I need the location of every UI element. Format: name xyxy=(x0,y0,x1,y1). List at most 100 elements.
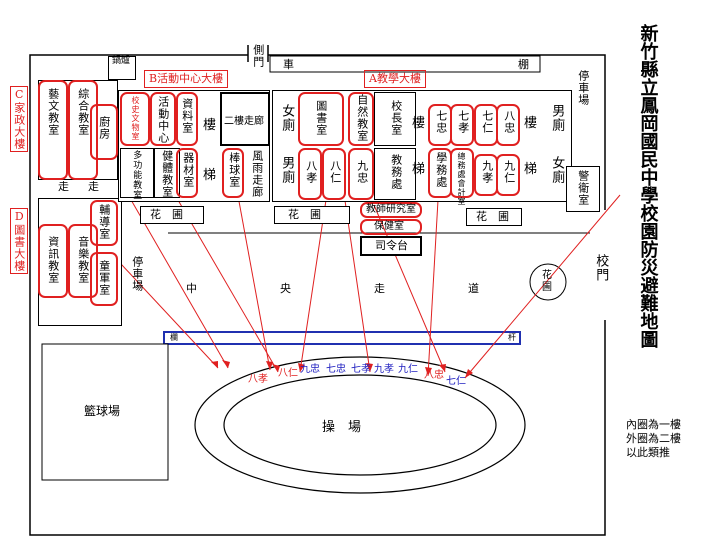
principal-room xyxy=(374,92,416,146)
library-room-label: 圖書室 xyxy=(314,100,328,136)
class-ba-ren-label: 八仁 xyxy=(328,160,342,184)
canteen xyxy=(108,56,136,80)
arts-room-label: 藝文教室 xyxy=(46,88,60,136)
guidance-room[interactable] xyxy=(90,200,118,246)
activity-center[interactable] xyxy=(150,92,176,146)
data-room-label: 資料室 xyxy=(180,98,194,134)
guidance-room-label: 輔導室 xyxy=(97,204,111,240)
multi-room-label: 多功能教室 xyxy=(131,150,142,200)
class-qi-xiao[interactable] xyxy=(450,104,474,146)
inner-class-5: 九仁 xyxy=(398,364,418,375)
command-stage-label: 司令台 xyxy=(375,239,408,252)
student-affairs-label: 學務處 xyxy=(434,152,448,188)
garden-circle-label: 花圃 xyxy=(542,270,552,293)
general-affairs[interactable] xyxy=(450,148,474,198)
zone-a-label: A教學大樓 xyxy=(364,70,426,88)
central-walk-4: 道 xyxy=(468,282,479,295)
car-shed-label-car: 車 xyxy=(283,58,294,71)
music-room-label: 音樂教室 xyxy=(76,236,90,284)
class-jiu-ren[interactable] xyxy=(496,154,520,196)
zone-d-label: D圖書大樓 xyxy=(10,208,28,274)
inner-class-1: 九忠 xyxy=(300,364,320,375)
academic-office xyxy=(374,148,416,200)
second-floor-corridor xyxy=(220,92,270,146)
multi-room xyxy=(120,148,154,198)
guard-room-label: 警衛室 xyxy=(576,170,590,206)
general-affairs-label: 總務處會計室 xyxy=(457,152,466,206)
central-walk-1: 中 xyxy=(186,282,197,295)
teachers-research-room[interactable] xyxy=(360,202,422,218)
guard-room xyxy=(566,166,600,212)
equipment-room-label: 器材室 xyxy=(181,152,195,188)
general-room[interactable] xyxy=(68,80,98,180)
class-jiu-xiao-label: 九孝 xyxy=(480,160,494,184)
baseball-room-label: 棒球室 xyxy=(227,152,241,188)
car-shed-label-shed: 棚 xyxy=(518,58,529,71)
class-ba-zhong[interactable] xyxy=(496,104,520,146)
map-title: 新竹縣立鳳岡國民中學校園防災避難地圖 xyxy=(637,24,659,348)
class-ba-xiao-label: 八孝 xyxy=(304,160,318,184)
central-walk-3: 走 xyxy=(374,282,385,295)
a-right-women-label: 女廁 xyxy=(549,156,565,184)
a-right-stairs-top: 樓 xyxy=(524,116,538,131)
a-men-wc-label: 男廁 xyxy=(279,156,295,184)
class-qi-zhong-label: 七忠 xyxy=(434,110,448,134)
inner-class-2: 七忠 xyxy=(326,364,346,375)
music-room[interactable] xyxy=(68,224,98,298)
class-jiu-zhong-label: 九忠 xyxy=(355,160,369,184)
garden-mid-label: 花 圃 xyxy=(288,208,321,221)
parking-left-label: 停車場 xyxy=(130,256,144,292)
side-gate-label: 側門 xyxy=(251,44,265,68)
info-room[interactable] xyxy=(38,224,68,298)
a-right-men-label: 男廁 xyxy=(549,104,565,132)
railing-right-label: 杆 xyxy=(508,333,516,342)
fitness-room-label: 健體教室 xyxy=(160,150,174,198)
academic-office-label: 教務處 xyxy=(389,154,403,190)
class-ba-ren[interactable] xyxy=(322,148,346,200)
outer-class-ba-xiao: 八孝 xyxy=(248,374,268,385)
scout-room-label: 童軍室 xyxy=(97,260,111,296)
activity-center-label: 活動中心 xyxy=(156,96,170,144)
health-room-label: 保健室 xyxy=(374,221,404,232)
inner-class-4: 九孝 xyxy=(374,364,394,375)
baseball-room[interactable] xyxy=(222,148,244,198)
health-room[interactable] xyxy=(360,219,422,235)
class-ba-zhong-label: 八忠 xyxy=(502,110,516,134)
garden-left xyxy=(140,206,204,224)
outer-class-qi-ren: 七仁 xyxy=(446,376,466,387)
railing-left-label: 欄 xyxy=(170,333,178,342)
class-jiu-zhong[interactable] xyxy=(348,148,374,200)
garden-mid xyxy=(274,206,350,224)
natural-room[interactable] xyxy=(348,92,374,146)
basketball-label: 籃球場 xyxy=(84,404,121,418)
kitchen-label: 廚房 xyxy=(97,116,111,140)
a-women-wc-label: 女廁 xyxy=(279,104,295,132)
note-line-3: 以此類推 xyxy=(626,446,670,459)
note-line-1: 內圈為一樓 xyxy=(626,418,681,431)
school-history-room[interactable] xyxy=(120,92,150,146)
info-room-label: 資訊教室 xyxy=(46,236,60,284)
class-ba-xiao[interactable] xyxy=(298,148,322,200)
a-stairs-top: 樓 xyxy=(412,116,426,131)
equipment-room[interactable] xyxy=(176,148,198,198)
garden-right xyxy=(466,208,522,226)
library-room[interactable] xyxy=(298,92,344,146)
command-stage xyxy=(360,236,422,256)
arts-room[interactable] xyxy=(38,80,68,180)
playground-label: 操 場 xyxy=(322,420,362,435)
b-stairs-top: 樓 xyxy=(203,118,217,133)
second-floor-corridor-label: 二樓走廊 xyxy=(224,116,264,127)
canteen-label: 鍋爐 xyxy=(112,56,131,66)
data-room[interactable] xyxy=(176,92,198,146)
note-line-2: 外圈為二樓 xyxy=(626,432,681,445)
zone-c-label: C家政大樓 xyxy=(10,86,28,152)
kitchen[interactable] xyxy=(90,104,118,160)
garden-left-label: 花 圃 xyxy=(150,208,183,221)
outer-class-ba-zhong: 八忠 xyxy=(424,370,444,381)
general-room-label: 綜合教室 xyxy=(76,88,90,136)
inner-class-3: 七孝 xyxy=(351,364,371,375)
class-jiu-ren-label: 九仁 xyxy=(502,160,516,184)
scout-room[interactable] xyxy=(90,252,118,306)
school-gate-label: 校門 xyxy=(593,254,609,282)
natural-room-label: 自然教室 xyxy=(355,94,369,142)
